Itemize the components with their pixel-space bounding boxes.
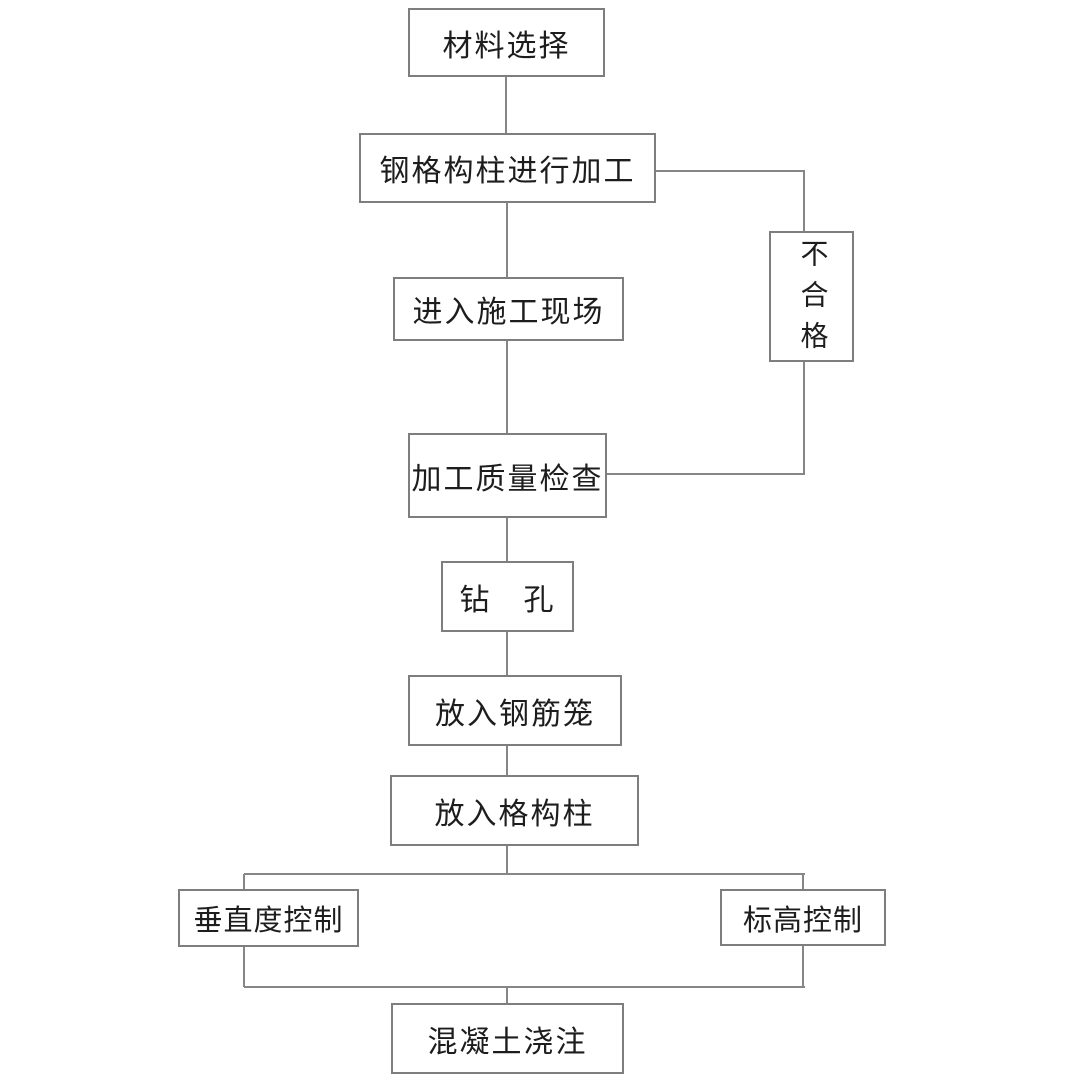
connector-processing-to-loop-horizontal	[655, 170, 805, 172]
branch-right-lower-vertical	[802, 945, 804, 987]
connector-drilling-to-cage	[506, 631, 508, 676]
node-label: 不合格	[796, 239, 828, 362]
connector-loop-to-unqualified-top	[803, 170, 805, 232]
connector-material-to-processing	[505, 76, 507, 134]
node-label: 放入钢筋笼	[435, 697, 595, 731]
node-label: 材料选择	[442, 29, 571, 63]
node-processing-quality-inspection: 加工质量检查	[408, 433, 607, 518]
node-label: 混凝土浇注	[427, 1025, 588, 1059]
branch-left-upper-vertical	[243, 874, 245, 890]
node-label: 钻 孔	[459, 583, 556, 617]
node-elevation-control: 标高控制	[720, 889, 886, 946]
node-drilling: 钻 孔	[441, 561, 574, 632]
node-verticality-control: 垂直度控制	[178, 889, 359, 947]
node-insert-lattice-column: 放入格构柱	[390, 775, 639, 846]
connector-cage-to-column	[506, 745, 508, 776]
node-label: 进入施工现场	[412, 296, 605, 329]
connector-unqualified-bottom-to-loop	[803, 361, 805, 475]
node-steel-lattice-column-processing: 钢格构柱进行加工	[359, 133, 656, 203]
node-unqualified: 不合格	[769, 231, 854, 362]
node-label: 垂直度控制	[193, 905, 344, 937]
node-material-selection: 材料选择	[408, 8, 605, 77]
connector-site-to-inspection	[506, 340, 508, 434]
branch-bottom-horizontal	[244, 986, 805, 988]
node-insert-rebar-cage: 放入钢筋笼	[408, 675, 622, 746]
node-label: 标高控制	[742, 904, 863, 937]
node-concrete-pouring: 混凝土浇注	[391, 1003, 624, 1074]
connector-processing-to-site	[506, 202, 508, 278]
connector-branch-to-pouring	[506, 987, 508, 1004]
connector-inspection-to-drilling	[506, 517, 508, 562]
branch-right-upper-vertical	[802, 874, 804, 890]
connector-column-to-branch	[506, 845, 508, 875]
connector-loop-to-inspection-horizontal	[606, 473, 804, 475]
node-label: 钢格构柱进行加工	[379, 155, 636, 188]
branch-top-horizontal	[244, 873, 805, 875]
node-label: 加工质量检查	[411, 462, 604, 496]
node-enter-construction-site: 进入施工现场	[393, 277, 624, 341]
branch-left-lower-vertical	[243, 946, 245, 987]
node-label: 放入格构柱	[434, 797, 595, 831]
